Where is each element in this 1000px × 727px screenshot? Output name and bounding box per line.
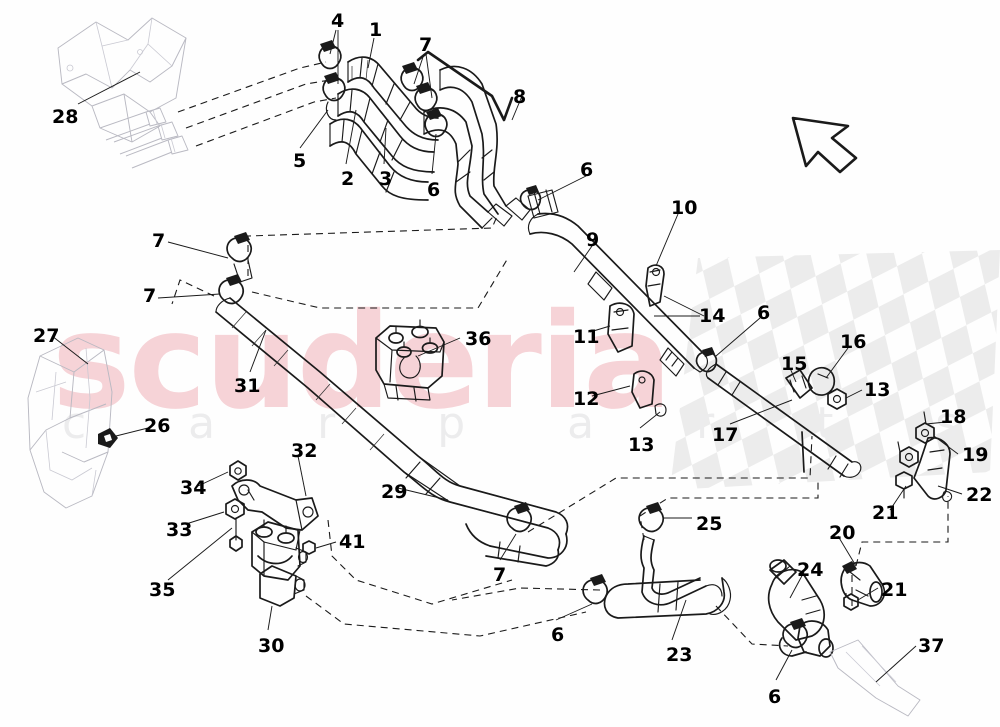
callout-15: 15 [781, 353, 808, 375]
callout-34: 34 [180, 477, 207, 499]
callout-5: 5 [293, 150, 307, 172]
callout-21: 21 [881, 579, 908, 601]
callout-27: 27 [33, 325, 60, 347]
hose-clamp [638, 502, 665, 533]
callout-35: 35 [149, 579, 176, 601]
hex-nut [827, 388, 847, 410]
hose-clamp [506, 502, 533, 533]
callout-8: 8 [513, 86, 527, 108]
callout-36: 36 [465, 328, 492, 350]
rubber-grommet [98, 428, 118, 448]
callout-17: 17 [712, 424, 739, 446]
pipe-bracket-lower [631, 370, 667, 417]
callout-26: 26 [144, 415, 171, 437]
four-port-valve-block [375, 319, 445, 402]
hose-clamp [322, 72, 346, 121]
middle-coolant-hose [337, 88, 435, 173]
bolt [229, 517, 243, 552]
heater-core-pipe-assembly [215, 297, 569, 567]
callout-20: 20 [829, 522, 856, 544]
bolt [843, 593, 859, 611]
callout-24: 24 [797, 559, 824, 581]
callout-13: 13 [628, 434, 655, 456]
pipe-bracket-upper [645, 264, 665, 307]
callout-1: 1 [369, 19, 383, 41]
callout-11: 11 [573, 326, 600, 348]
hose-clamp [400, 62, 424, 92]
callout-2: 2 [341, 168, 355, 190]
assembly-connector-lines [171, 213, 949, 647]
callout-10: 10 [671, 197, 698, 219]
hose-clamp [414, 82, 438, 112]
hose-clamp [318, 40, 342, 70]
callout-6: 6 [427, 179, 441, 201]
callout-29: 29 [381, 481, 408, 503]
callout-14: 14 [699, 305, 726, 327]
callout-28: 28 [52, 106, 79, 128]
callout-12: 12 [573, 388, 600, 410]
hex-nut [229, 460, 247, 481]
hex-nut [899, 446, 919, 468]
callout-13: 13 [864, 379, 891, 401]
lower-heater-hose [603, 535, 732, 619]
callout-33: 33 [166, 519, 193, 541]
inline-valve-clamp [840, 561, 886, 607]
callout-37: 37 [918, 635, 945, 657]
bulkhead-panel-ghost [27, 337, 113, 509]
arrow-up-left-icon [791, 116, 858, 174]
callout-31: 31 [234, 375, 261, 397]
callout-7: 7 [143, 285, 157, 307]
callout-3: 3 [379, 168, 393, 190]
hose-clamp [218, 274, 245, 305]
hose-clamp [695, 347, 718, 373]
long-coolant-pipe [705, 363, 862, 478]
callout-41: 41 [339, 531, 366, 553]
hex-nut [225, 498, 245, 520]
callout-19: 19 [962, 444, 989, 466]
hex-nut [915, 422, 935, 444]
hose-clamp [582, 574, 609, 605]
callout-30: 30 [258, 635, 285, 657]
callout-leader-lines [115, 29, 963, 683]
callout-22: 22 [966, 484, 993, 506]
hose-clamp [519, 185, 542, 211]
solenoid-valve-unit [251, 519, 309, 607]
callout-23: 23 [666, 644, 693, 666]
hose-clamp [424, 108, 448, 138]
callout-6: 6 [580, 159, 594, 181]
callout-4: 4 [331, 10, 345, 32]
callout-21: 21 [872, 502, 899, 524]
hose-clamp [782, 618, 809, 649]
callout-18: 18 [940, 406, 967, 428]
callout-7: 7 [493, 564, 507, 586]
bolt [895, 471, 913, 499]
valve-mounting-bracket [231, 479, 319, 531]
callout-9: 9 [586, 229, 600, 251]
callout-16: 16 [840, 331, 867, 353]
pipe-bracket-mid [607, 302, 635, 353]
callout-25: 25 [696, 513, 723, 535]
auxiliary-water-pump [767, 559, 834, 658]
callout-32: 32 [291, 440, 318, 462]
lower-coolant-hose [329, 118, 429, 201]
callout-7: 7 [419, 34, 433, 56]
mounting-bracket-ghost [829, 639, 921, 717]
callout-6: 6 [551, 624, 565, 646]
callout-6: 6 [768, 686, 782, 708]
engine-manifold-ghost [57, 17, 337, 169]
callout-6: 6 [757, 302, 771, 324]
callout-7: 7 [152, 230, 166, 252]
large-return-hose [423, 65, 531, 229]
hose-clamp [226, 232, 253, 283]
